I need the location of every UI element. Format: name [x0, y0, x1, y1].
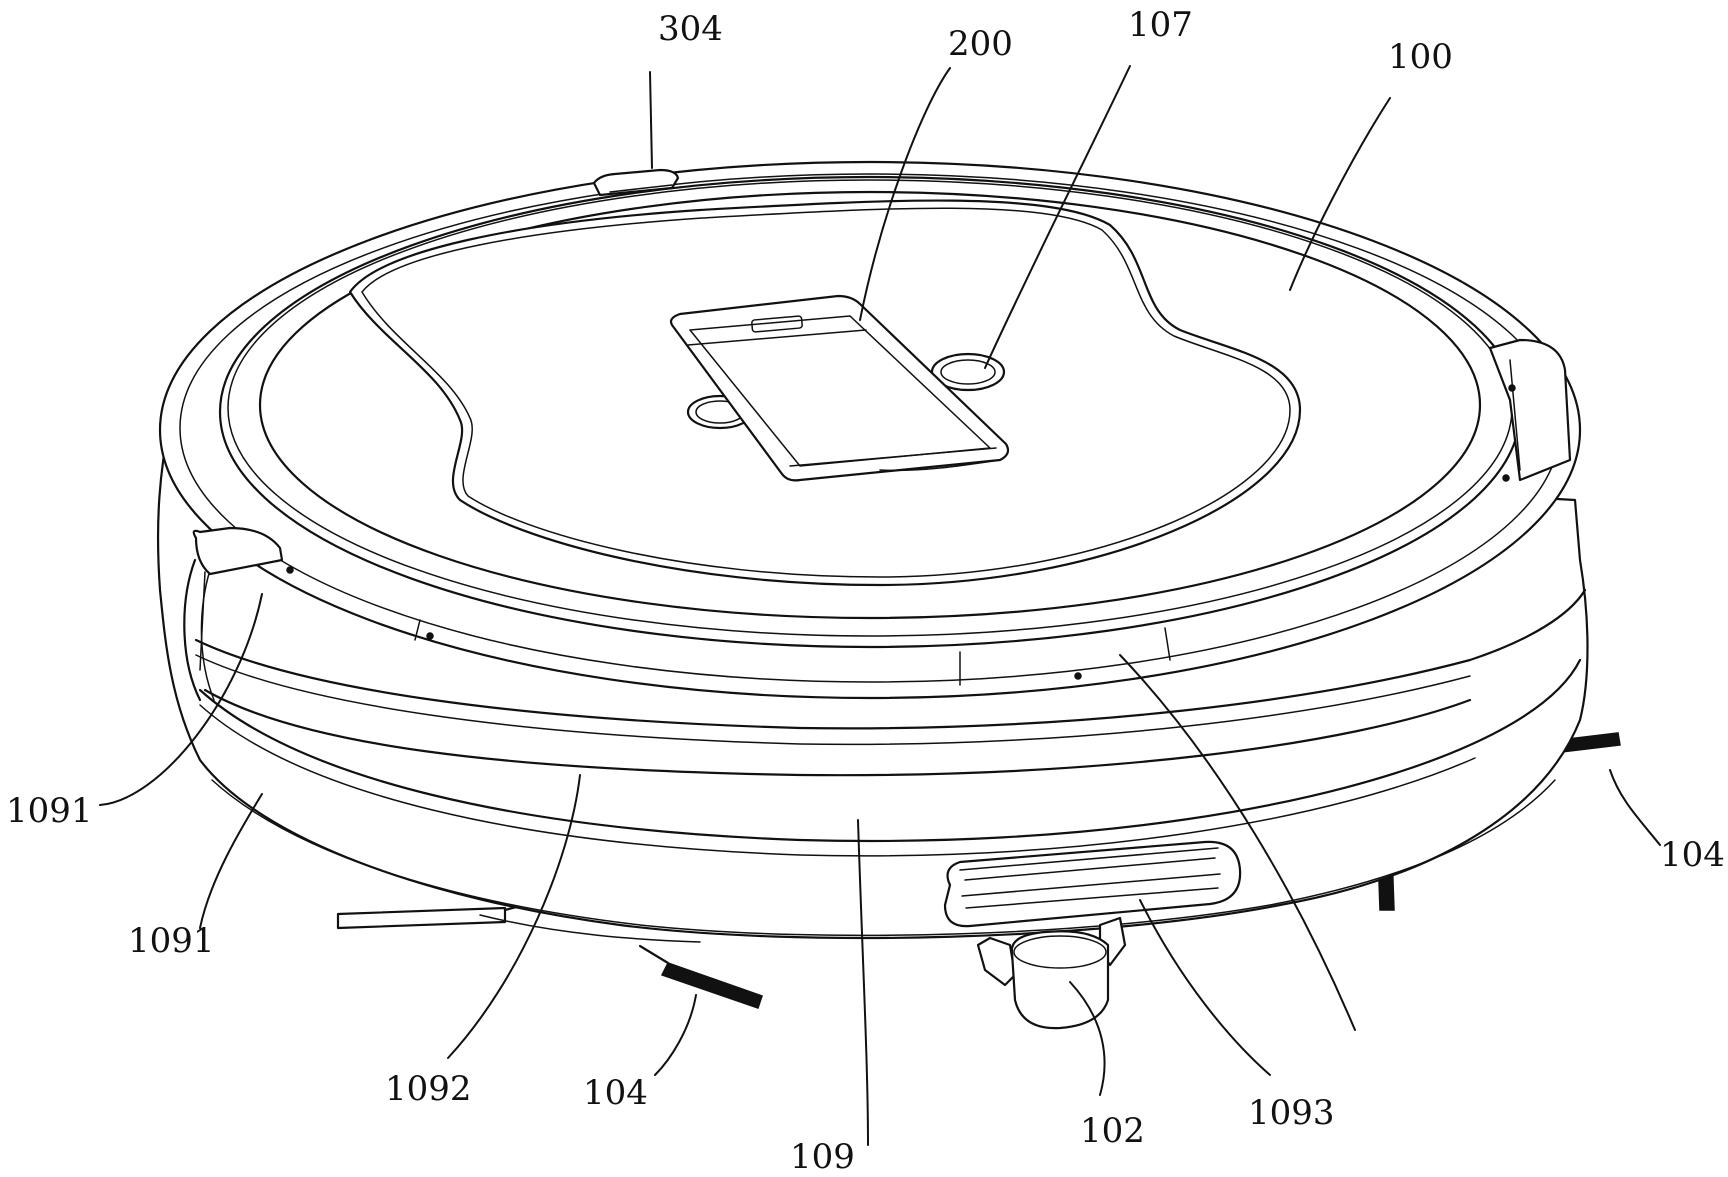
leader-lines	[99, 65, 1661, 1146]
leader-102	[1069, 981, 1106, 1096]
side-button-right	[1488, 338, 1572, 482]
side-brush-left	[336, 904, 763, 1009]
front-wheel-102	[976, 916, 1127, 1030]
leader-107	[984, 65, 1131, 369]
label-1091-lower: 1091	[128, 921, 215, 961]
front-sensor-1093	[943, 840, 1242, 928]
label-102: 102	[1080, 1111, 1145, 1151]
label-304: 304	[658, 9, 723, 49]
leader-104-left	[654, 994, 697, 1076]
leader-1091a	[99, 593, 263, 806]
label-100: 100	[1388, 37, 1453, 77]
reference-labels: 304 200 107 100 1091 1091 104 104 1092 1…	[6, 5, 1725, 1177]
leader-1092	[447, 774, 581, 1059]
label-107: 107	[1128, 5, 1193, 45]
leader-304	[649, 71, 653, 169]
leader-200	[859, 67, 951, 321]
leader-109	[857, 819, 869, 1146]
side-button-left-1091	[192, 526, 284, 671]
phone-holder-107	[686, 352, 1006, 430]
label-1092: 1092	[385, 1069, 472, 1109]
top-button-304	[592, 168, 680, 197]
label-1091-upper: 1091	[6, 791, 93, 831]
leader-1093-rim	[1119, 654, 1356, 1031]
label-109: 109	[790, 1137, 855, 1177]
label-104-right: 104	[1660, 835, 1725, 875]
label-200: 200	[948, 24, 1013, 64]
label-104-left: 104	[583, 1073, 648, 1113]
leader-104-right	[1609, 769, 1661, 846]
leader-1091b	[199, 793, 263, 929]
phone-200	[669, 294, 1010, 482]
label-1093: 1093	[1248, 1093, 1335, 1133]
leader-100	[1289, 97, 1391, 291]
leader-1093	[1139, 899, 1271, 1076]
